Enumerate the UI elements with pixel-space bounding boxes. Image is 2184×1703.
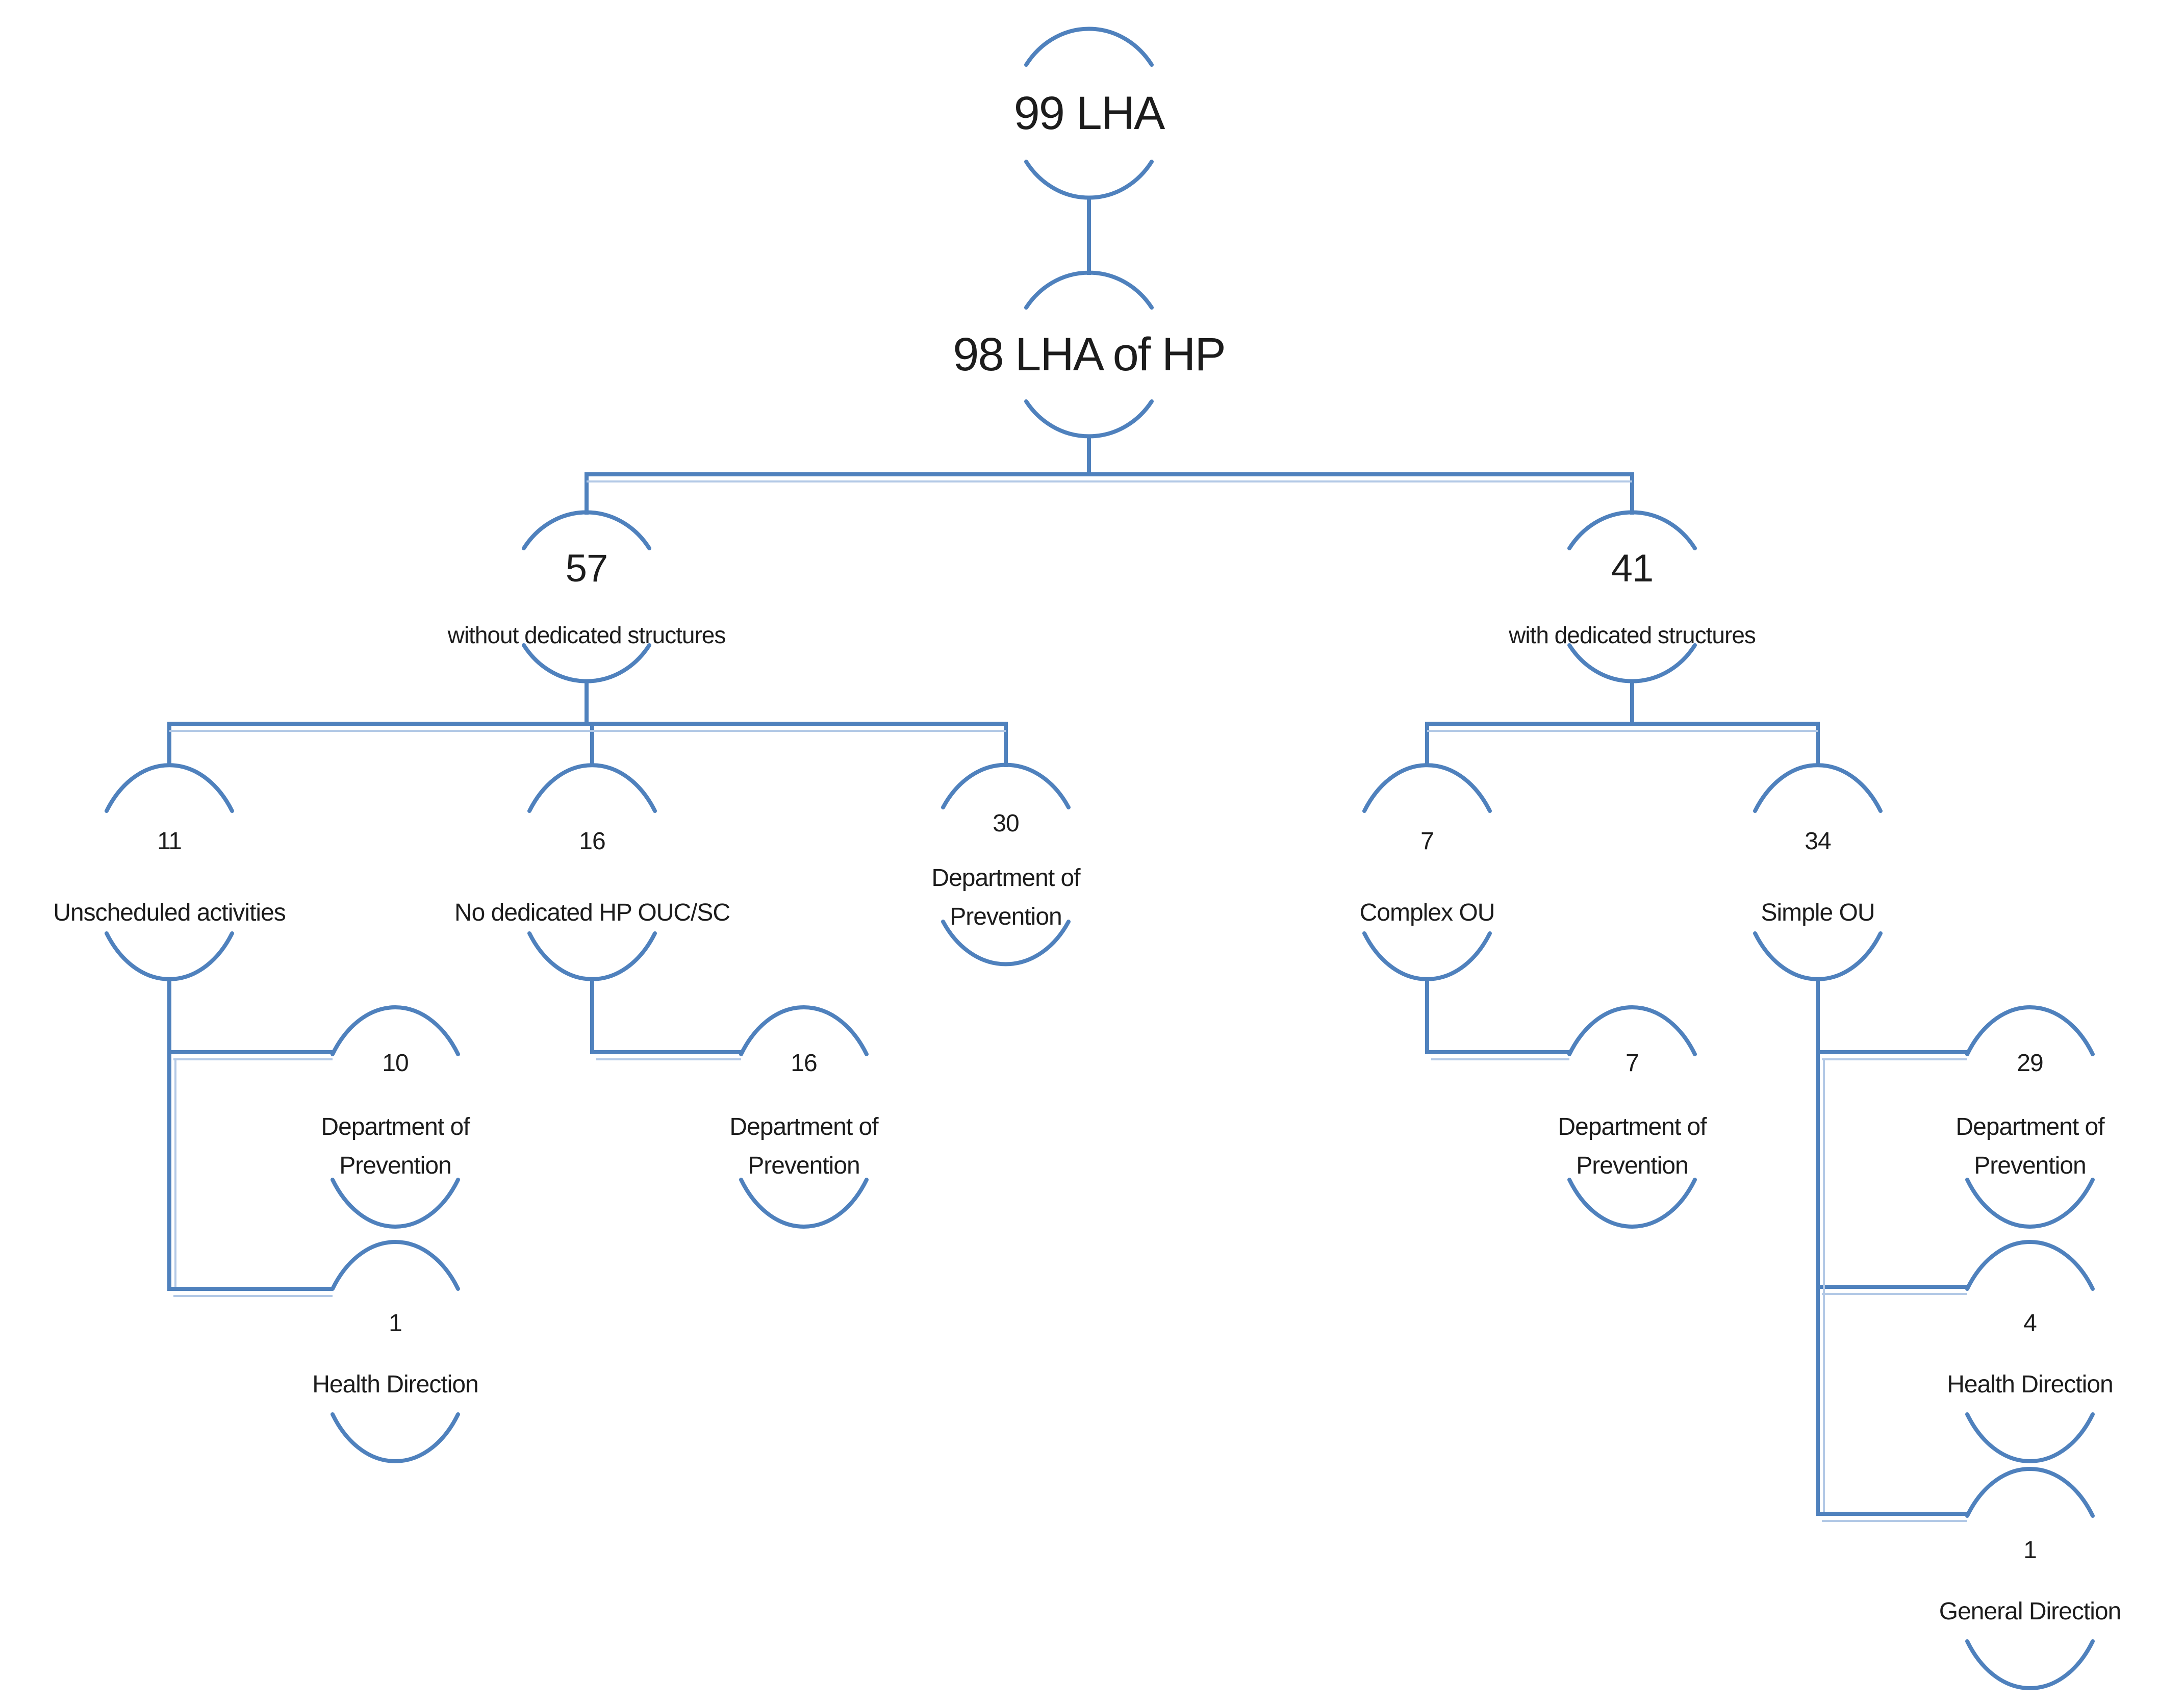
node-dop30-label: Department of Prevention	[931, 865, 1080, 930]
node-without-value: 57	[565, 547, 608, 590]
node-dop16-bottom-arc	[739, 1178, 869, 1229]
node-dop30-value: 30	[993, 810, 1019, 837]
node-hd4-label: Health Direction	[1947, 1371, 2113, 1398]
node-without-top-arc	[522, 510, 651, 550]
node-lhahp-top-arc	[1024, 270, 1154, 310]
node-dop10-value: 10	[382, 1050, 409, 1077]
node-gd1-top-arc	[1965, 1467, 2095, 1518]
node-with-top-arc	[1567, 510, 1697, 550]
node-complexou-bottom-arc	[1362, 931, 1492, 981]
node-nodedicated-top-arc	[527, 763, 657, 813]
node-hd4-bottom-arc	[1965, 1412, 2095, 1463]
node-with-value: 41	[1611, 547, 1654, 590]
node-dop30-bottom-arc	[941, 920, 1071, 967]
node-unscheduled-bottom-arc	[105, 931, 234, 981]
node-dop30-top-arc	[941, 762, 1071, 809]
node-dop10-bottom-arc	[331, 1178, 460, 1229]
node-hd1-label: Health Direction	[312, 1371, 478, 1398]
node-hd4-top-arc	[1965, 1240, 2095, 1291]
node-without-bottom-arc	[522, 643, 651, 683]
node-dop10-label: Department of Prevention	[321, 1113, 470, 1179]
node-dop7-bottom-arc	[1567, 1178, 1697, 1229]
node-dop16-value: 16	[791, 1050, 817, 1077]
node-dop10-top-arc	[331, 1005, 460, 1056]
node-complexou-value: 7	[1420, 828, 1434, 855]
node-nodedicated-bottom-arc	[527, 931, 657, 981]
node-nodedicated-value: 16	[579, 828, 605, 855]
node-lha-text: 99 LHA	[1013, 87, 1165, 139]
node-lha-bottom-arc	[1024, 160, 1154, 200]
node-dop7-value: 7	[1626, 1050, 1639, 1077]
node-with-bottom-arc	[1567, 643, 1697, 683]
node-dop29-value: 29	[2017, 1050, 2043, 1077]
node-without-label: without dedicated structures	[447, 622, 726, 648]
node-simpleou-label: Simple OU	[1761, 899, 1875, 926]
node-lhahp-text: 98 LHA of HP	[953, 328, 1226, 380]
node-hd4-value: 4	[2023, 1310, 2037, 1337]
node-unscheduled-label: Unscheduled activities	[53, 899, 286, 926]
node-nodedicated-label: No dedicated HP OUC/SC	[454, 899, 730, 926]
node-hd1-value: 1	[389, 1310, 402, 1337]
node-hd1-bottom-arc	[331, 1412, 460, 1463]
node-lha-top-arc	[1024, 27, 1154, 67]
node-gd1-label: General Direction	[1939, 1598, 2122, 1625]
node-with-label: with dedicated structures	[1509, 622, 1756, 648]
node-unscheduled-top-arc	[105, 763, 234, 813]
node-gd1-value: 1	[2023, 1537, 2037, 1564]
node-simpleou-top-arc	[1753, 763, 1883, 813]
node-dop16-label: Department of Prevention	[729, 1113, 878, 1179]
node-dop7-top-arc	[1567, 1005, 1697, 1056]
node-dop29-bottom-arc	[1965, 1178, 2095, 1229]
node-gd1-bottom-arc	[1965, 1639, 2095, 1690]
node-complexou-top-arc	[1362, 763, 1492, 813]
node-simpleou-bottom-arc	[1753, 931, 1883, 981]
node-dop29-label: Department of Prevention	[1956, 1113, 2104, 1179]
node-lhahp-bottom-arc	[1024, 399, 1154, 439]
node-simpleou-value: 34	[1805, 828, 1831, 855]
node-dop29-top-arc	[1965, 1005, 2095, 1056]
node-unscheduled-value: 11	[157, 828, 182, 855]
node-hd1-top-arc	[331, 1240, 460, 1291]
node-dop7-label: Department of Prevention	[1558, 1113, 1707, 1179]
node-dop16-top-arc	[739, 1005, 869, 1056]
node-complexou-label: Complex OU	[1359, 899, 1495, 926]
